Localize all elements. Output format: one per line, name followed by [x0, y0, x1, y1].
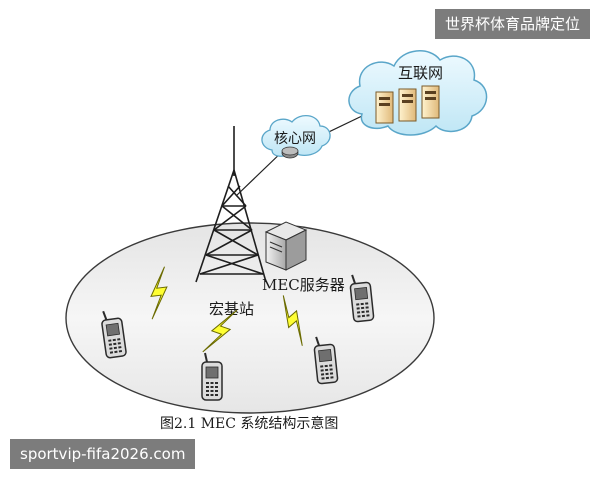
server-rack-3: [421, 85, 440, 119]
internet-cloud: 互联网: [348, 50, 488, 136]
server-icon: [375, 91, 394, 124]
coverage-area: [65, 222, 435, 414]
server-icon: [264, 221, 308, 271]
internet-label: 互联网: [398, 64, 443, 82]
watermark-top-right: 世界杯体育品牌定位: [434, 9, 590, 39]
core-network-cloud: 核心网: [261, 115, 331, 159]
server-rack-2: [398, 88, 417, 122]
router-icon: [281, 146, 299, 159]
mec-server: MEC服务器: [262, 221, 345, 294]
macro-base-station-label: 宏基站: [209, 300, 254, 318]
server-icon: [421, 85, 440, 119]
server-rack-1: [375, 91, 394, 124]
core-network-label: 核心网: [274, 131, 316, 147]
server-icon: [398, 88, 417, 122]
watermark-bottom-left: sportvip-fifa2026.com: [10, 439, 196, 469]
figure-caption: 图2.1 MEC 系统结构示意图: [160, 415, 338, 432]
cell-tower-icon: [195, 126, 267, 283]
mec-server-label: MEC服务器: [262, 276, 345, 294]
